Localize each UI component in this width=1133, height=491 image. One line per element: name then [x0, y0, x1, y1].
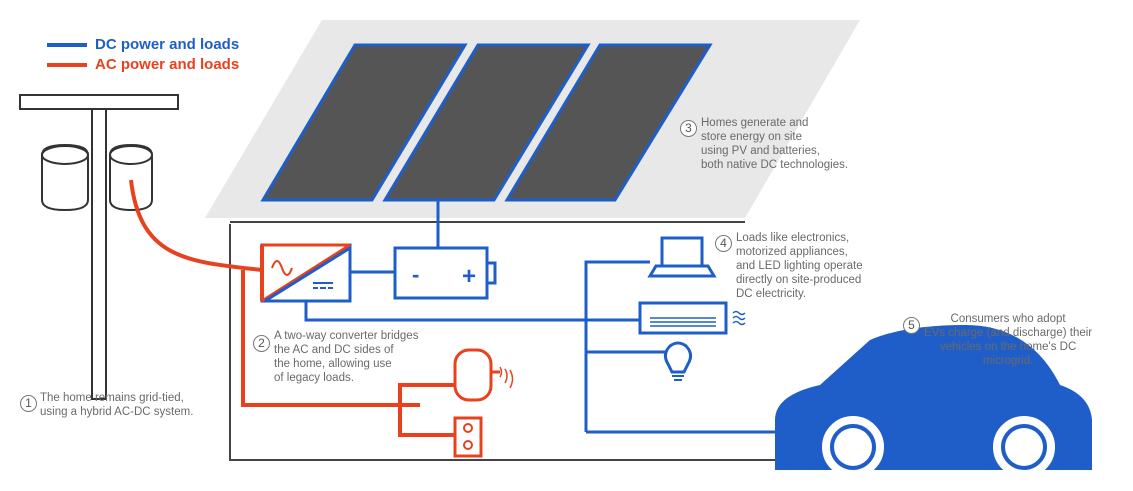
- callout-line: Consumers who adopt: [950, 313, 1066, 325]
- callout-line: using a hybrid AC-DC system.: [40, 406, 194, 418]
- air-conditioner-icon: [638, 301, 746, 335]
- electric-car-icon: [775, 325, 1092, 478]
- battery-icon: [393, 246, 497, 300]
- callout-line: vehicles on the home's DC: [939, 341, 1077, 353]
- utility-pole-icon: [19, 94, 179, 400]
- legend-dc-label: DC power and loads: [95, 36, 240, 53]
- led-bulb-icon: [663, 341, 693, 381]
- legend-ac-swatch: [47, 63, 87, 68]
- callout-5-number: 5: [903, 317, 920, 334]
- ac-line-branch: [241, 270, 420, 407]
- callout-1-text: The home remains grid-tied, using a hybr…: [40, 391, 193, 419]
- callout-line: Loads like electronics,: [736, 232, 850, 244]
- water-heater-icon: [453, 348, 514, 402]
- legend-ac: AC power and loads: [47, 56, 239, 73]
- callout-line: The home remains grid-tied,: [40, 392, 184, 404]
- callout-line: of legacy loads.: [274, 372, 354, 384]
- callout-line: both native DC technologies.: [701, 159, 849, 171]
- callout-line: motorized appliances,: [736, 246, 848, 258]
- callout-4-text: Loads like electronics, motorized applia…: [736, 231, 863, 301]
- callout-line: Homes generate and: [701, 117, 809, 129]
- battery-minus-label: -: [412, 262, 419, 287]
- transformer-icon: [41, 143, 153, 212]
- solar-panel: [504, 43, 713, 202]
- solar-panel: [382, 43, 591, 202]
- callout-1-number: 1: [20, 395, 37, 412]
- callout-line: directly on site-produced: [736, 274, 862, 286]
- callout-line: store energy on site: [701, 131, 803, 143]
- callout-line: the AC and DC sides of: [274, 344, 394, 356]
- callout-3-text: Homes generate and store energy on site …: [701, 116, 848, 172]
- dc-line-main: [584, 260, 650, 432]
- ac-dc-converter-icon: [260, 243, 352, 303]
- callout-5-text: Consumers who adopt EVs charge (and disc…: [924, 312, 1092, 368]
- legend-dc: DC power and loads: [47, 36, 239, 53]
- ac-line-outlet: [398, 405, 455, 437]
- solar-panel: [260, 43, 468, 202]
- battery-plus-label: +: [462, 263, 476, 290]
- callout-4-number: 4: [715, 235, 732, 252]
- callout-line: EVs charge (and discharge) their: [924, 327, 1093, 339]
- callout-line: A two-way converter bridges: [274, 330, 419, 342]
- legend-ac-label: AC power and loads: [95, 56, 240, 73]
- ac-line-heater: [398, 383, 455, 405]
- callout-line: DC electricity.: [736, 288, 807, 300]
- legend-dc-swatch: [47, 43, 87, 48]
- callout-line: microgrid.: [982, 355, 1034, 367]
- solar-panel-icon: [260, 43, 713, 202]
- callout-line: and LED lighting operate: [736, 260, 863, 272]
- callout-2-number: 2: [253, 335, 270, 352]
- wall-outlet-icon: [453, 416, 483, 458]
- callout-line: using PV and batteries,: [701, 145, 820, 157]
- callout-3-number: 3: [680, 120, 697, 137]
- dc-line-bus: [304, 301, 640, 322]
- callout-2-text: A two-way converter bridges the AC and D…: [274, 329, 418, 385]
- ac-line-grid: [129, 179, 263, 272]
- laptop-icon: [647, 236, 717, 278]
- callout-line: the home, allowing use: [274, 358, 392, 370]
